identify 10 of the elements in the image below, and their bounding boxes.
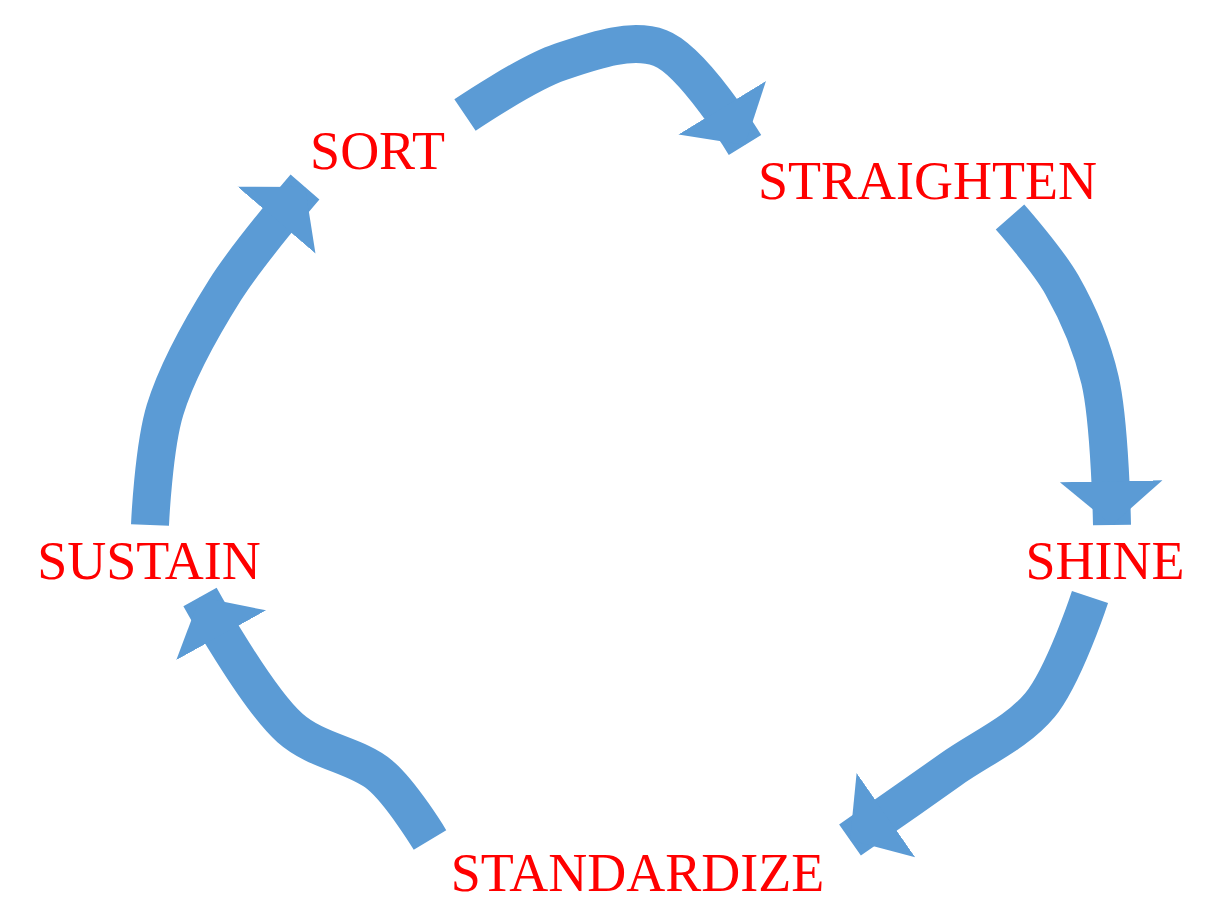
step-label: STRAIGHTEN <box>758 151 1097 211</box>
curved-arrow <box>839 590 1108 858</box>
step-label: STANDARDIZE <box>450 843 825 903</box>
step-label: SORT <box>310 121 445 181</box>
curved-arrow <box>176 587 447 850</box>
curved-arrow <box>131 174 320 526</box>
curved-arrow <box>454 25 766 156</box>
step-label: SUSTAIN <box>37 531 261 591</box>
step-label: SHINE <box>1025 531 1185 591</box>
curved-arrow <box>995 204 1163 526</box>
